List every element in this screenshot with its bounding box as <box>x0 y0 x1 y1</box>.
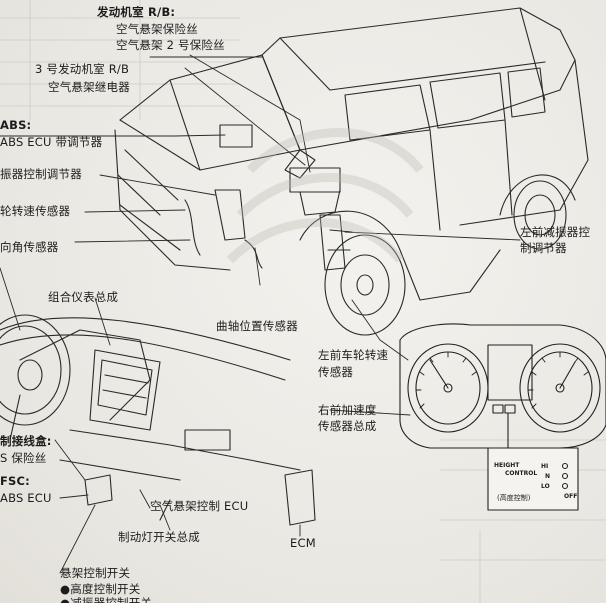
label-abs: ABS: <box>0 118 32 132</box>
panel-height-line1: HEIGHT <box>494 462 520 469</box>
label-ecm: ECM <box>290 536 316 550</box>
panel-hi: HI <box>541 463 549 470</box>
label-front-right-accel-2: 传感器总成 <box>318 419 377 433</box>
leader-lines <box>0 54 521 574</box>
label-fsc: FSC: <box>0 474 30 488</box>
label-junction-fuse: S 保险丝 <box>0 451 47 465</box>
label-abs-ecu-regulator: ABS ECU 带调节器 <box>0 135 103 149</box>
label-front-left-damper-1: 左前减振器控 <box>520 225 591 239</box>
panel-caption: (高度控制) <box>497 494 531 502</box>
panel-n: N <box>545 473 551 480</box>
label-air-susp-relay: 空气悬架继电器 <box>48 80 130 94</box>
label-engine-rb-3: 3 号发动机室 R/B <box>35 62 130 76</box>
label-junction-box: 制接线盒: <box>0 434 52 448</box>
label-height-control-switch: ●高度控制开关 <box>60 582 141 596</box>
label-combination-meter: 组合仪表总成 <box>48 290 119 304</box>
engine-components <box>184 124 353 271</box>
label-air-susp-fuse: 空气悬架保险丝 <box>116 22 198 36</box>
label-air-susp-ecu: 空气悬架控制 ECU <box>150 499 249 513</box>
label-damper-control-switch: ●减振器控制开关 <box>60 596 153 603</box>
panel-off: OFF <box>564 493 578 500</box>
label-front-left-damper-2: 制调节器 <box>520 241 567 255</box>
label-engine-rb: 发动机室 R/B: <box>97 5 176 19</box>
label-front-left-wheel-sensor-1: 左前车轮转速 <box>318 348 389 362</box>
label-stop-lamp-switch: 制动灯开关总成 <box>118 530 200 544</box>
label-air-susp-fuse-2: 空气悬架 2 号保险丝 <box>116 38 225 52</box>
panel-lo: LO <box>541 483 550 490</box>
label-front-right-accel-1: 右前加速度 <box>318 403 377 417</box>
label-front-left-wheel-sensor-2: 传感器 <box>318 365 354 379</box>
watermark-arcs <box>226 128 424 264</box>
label-steering-angle-sensor: 向角传感器 <box>0 240 59 254</box>
meter-cluster <box>399 323 606 511</box>
label-crank-position-sensor: 曲轴位置传感器 <box>216 319 298 333</box>
label-susp-control-switch: 悬架控制开关 <box>60 566 131 580</box>
vehicle-body <box>114 7 589 336</box>
dashboard <box>0 314 316 526</box>
label-abs-ecu: ABS ECU <box>0 491 52 505</box>
label-wheel-speed-sensor: 轮转速传感器 <box>0 204 71 218</box>
panel-height-line2: CONTROL <box>505 470 538 477</box>
label-damper-regulator: 振器控制调节器 <box>0 167 82 181</box>
